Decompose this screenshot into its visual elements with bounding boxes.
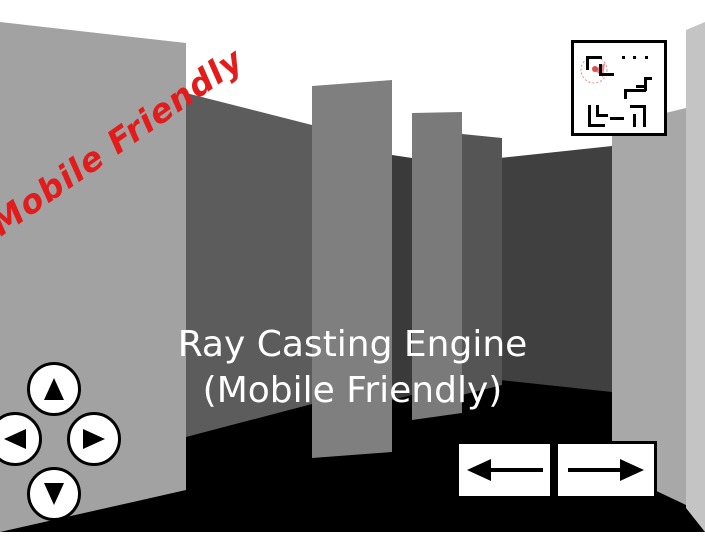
move-backward-button[interactable] [27,467,81,521]
wall-segment [392,155,412,400]
wall-edge-right [686,22,705,532]
strafe-right-button[interactable] [67,412,121,466]
title-overlay: Ray Casting Engine (Mobile Friendly) [0,322,705,414]
title-line-2: (Mobile Friendly) [202,370,503,411]
turn-left-button[interactable] [456,441,553,499]
left-arrow-icon [4,429,26,449]
wall-near-right [612,108,686,505]
wall-far-right [500,146,612,392]
pillar-mid [412,112,462,420]
turn-right-button[interactable] [555,441,657,499]
move-forward-button[interactable] [27,362,81,416]
pillar-center [312,80,392,458]
player-marker-icon [592,66,598,72]
down-arrow-icon [44,483,64,505]
up-arrow-icon [44,378,64,400]
minimap-grid [580,56,652,127]
strafe-left-button[interactable] [0,412,42,466]
wall-segment [462,134,502,395]
right-arrow-icon [83,429,105,449]
turn-right-arrow-icon [568,459,644,481]
minimap [571,40,667,136]
minimap-walls [586,56,652,127]
wall-left-corridor [186,93,312,437]
turn-left-arrow-icon [466,459,543,481]
title-line-1: Ray Casting Engine [177,324,528,365]
